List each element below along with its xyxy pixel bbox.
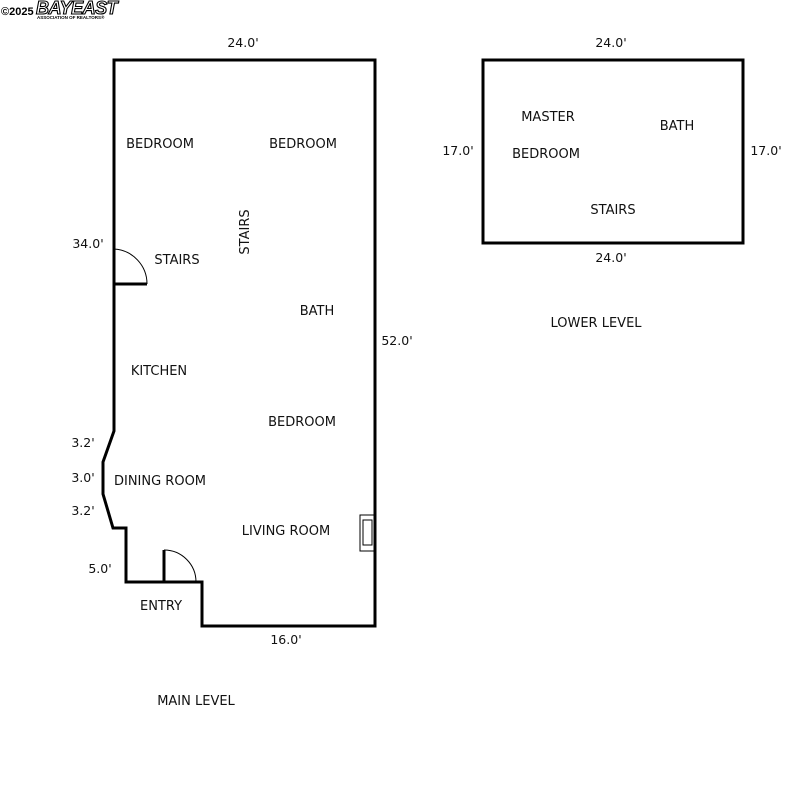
main-dim-top: 24.0' [227,35,258,50]
room-master-line1: MASTER [521,110,575,125]
main-level-plan [101,58,377,628]
room-bath: BATH [300,304,335,319]
lower-level-title: LOWER LEVEL [550,316,642,331]
fireplace-icon [359,514,376,552]
room-stairs: STAIRS [154,253,199,268]
entry-door-swing [163,549,197,583]
main-dim-entry-side: 5.0' [88,561,111,576]
lower-dim-right: 17.0' [750,143,781,158]
room-kitchen: KITCHEN [131,364,187,379]
lower-level-plan [481,58,745,245]
room-bedroom-middle: BEDROOM [268,415,336,430]
lower-level-outline [481,58,745,245]
main-level-title: MAIN LEVEL [157,694,235,709]
main-dim-bay-middle: 3.0' [71,470,94,485]
room-stairs-vertical: STAIRS [238,209,253,254]
bayeast-logo: ©2025 BAYEAST ASSOCIATION OF REALTORS® [1,0,121,20]
main-dim-right: 52.0' [381,333,412,348]
lower-dim-left: 17.0' [442,143,473,158]
room-living-room: LIVING ROOM [242,524,330,539]
logo-tagline: ASSOCIATION OF REALTORS® [37,14,105,20]
main-dim-bottom: 16.0' [270,632,301,647]
room-entry: ENTRY [140,599,182,614]
main-dim-bay-lower: 3.2' [71,503,94,518]
main-dim-left-upper: 34.0' [72,236,103,251]
stairs-door-swing [113,248,148,285]
room-lower-stairs: STAIRS [590,203,635,218]
room-lower-bath: BATH [660,119,695,134]
logo-brand: BAYEAST [36,0,120,18]
room-master-line2: BEDROOM [512,147,580,162]
room-bedroom-top-left: BEDROOM [126,137,194,152]
room-dining-room: DINING ROOM [114,474,206,489]
lower-dim-top: 24.0' [595,35,626,50]
room-bedroom-top-right: BEDROOM [269,137,337,152]
logo-copyright: ©2025 [1,6,34,18]
main-dim-bay-upper: 3.2' [71,435,94,450]
lower-dim-bottom: 24.0' [595,250,626,265]
